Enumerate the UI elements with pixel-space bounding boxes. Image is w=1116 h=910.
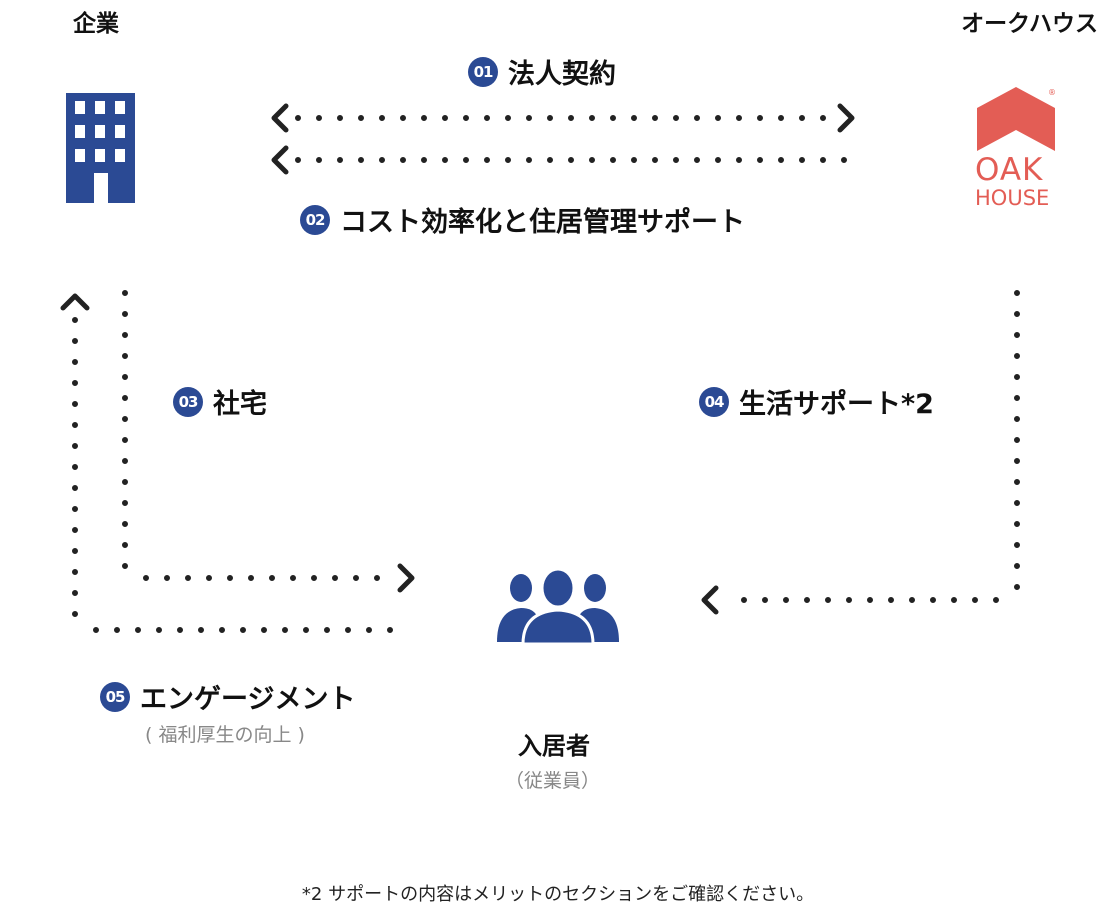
step-01: 01 法人契約: [468, 52, 616, 91]
registered-mark: ®: [1048, 88, 1056, 97]
step-label: 法人契約: [508, 59, 616, 90]
chevron-left-icon: [701, 585, 719, 615]
chevron-right-icon: [837, 103, 855, 133]
step-03: 03 社宅: [173, 382, 267, 421]
company-label: 企業: [73, 11, 119, 37]
step-04: 04 生活サポート*2: [699, 382, 934, 421]
step-05-sub: ( 福利厚生の向上 ): [145, 724, 305, 746]
step-badge: 04: [699, 386, 729, 417]
step-label: エンゲージメント: [140, 684, 356, 715]
resident-sub: （従業員）: [505, 770, 601, 792]
people-icon: [497, 568, 619, 644]
oakhouse-label: オークハウス: [961, 11, 1098, 37]
logo-text-house: HOUSE: [975, 186, 1050, 210]
step-badge: 01: [468, 56, 498, 87]
step-02: 02 コスト効率化と住居管理サポート: [300, 200, 745, 239]
step-label: 生活サポート*2: [739, 389, 934, 420]
footnote: *2 サポートの内容はメリットのセクションをご確認ください。: [301, 884, 815, 905]
building-icon: [66, 93, 135, 203]
step-05: 05 エンゲージメント: [100, 677, 355, 716]
oakhouse-logo: ® OAK HOUSE: [970, 85, 1065, 215]
chevron-up-icon: [60, 293, 90, 311]
step-label: コスト効率化と住居管理サポート: [340, 207, 745, 238]
logo-text-oak: OAK: [975, 152, 1044, 188]
step-badge: 03: [173, 386, 203, 417]
step-label: 社宅: [213, 389, 267, 420]
chevron-right-icon: [397, 563, 415, 593]
step-badge: 05: [100, 681, 130, 712]
step-badge: 02: [300, 204, 330, 235]
chevron-left-icon: [271, 145, 289, 175]
resident-label: 入居者: [518, 732, 590, 760]
chevron-left-icon: [271, 103, 289, 133]
